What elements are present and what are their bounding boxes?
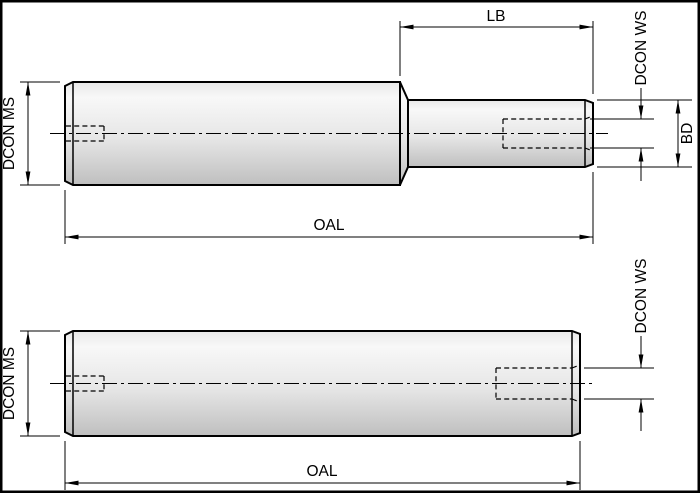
bore-chamfer-line <box>584 147 594 152</box>
bore-chamfer-line <box>584 115 594 120</box>
label-bd: BD <box>679 123 696 145</box>
dim-bd: BD <box>597 99 696 168</box>
label-dcon-ms-bottom: DCON MS <box>1 347 18 420</box>
dim-oal-top: OAL <box>64 172 594 244</box>
bottom-ws-bore <box>495 364 581 403</box>
top-ms-bore <box>66 125 105 142</box>
bore-chamfer-line <box>571 364 581 369</box>
bottom-view: DCON MS DCON WS OAL <box>1 259 654 490</box>
label-oal-top: OAL <box>313 217 344 234</box>
dim-dcon-ws-top: DCON WS <box>590 11 654 181</box>
dim-dcon-ms-top: DCON MS <box>1 81 60 186</box>
dim-oal-bottom: OAL <box>64 441 581 490</box>
label-oal-bottom: OAL <box>306 463 337 480</box>
dim-dcon-ws-bottom: DCON WS <box>584 259 654 431</box>
bore-chamfer-line <box>571 398 581 403</box>
dim-lb: LB <box>399 8 594 94</box>
bottom-ms-bore <box>66 375 105 392</box>
label-lb: LB <box>487 8 506 25</box>
label-dcon-ws-top: DCON WS <box>633 11 650 86</box>
label-dcon-ms-top: DCON MS <box>1 97 18 170</box>
top-view: LB DCON WS BD DCON MS <box>1 8 696 244</box>
dim-dcon-ms-bottom: DCON MS <box>1 330 60 437</box>
top-ws-bore <box>502 115 594 152</box>
label-dcon-ws-bottom: DCON WS <box>633 259 650 334</box>
